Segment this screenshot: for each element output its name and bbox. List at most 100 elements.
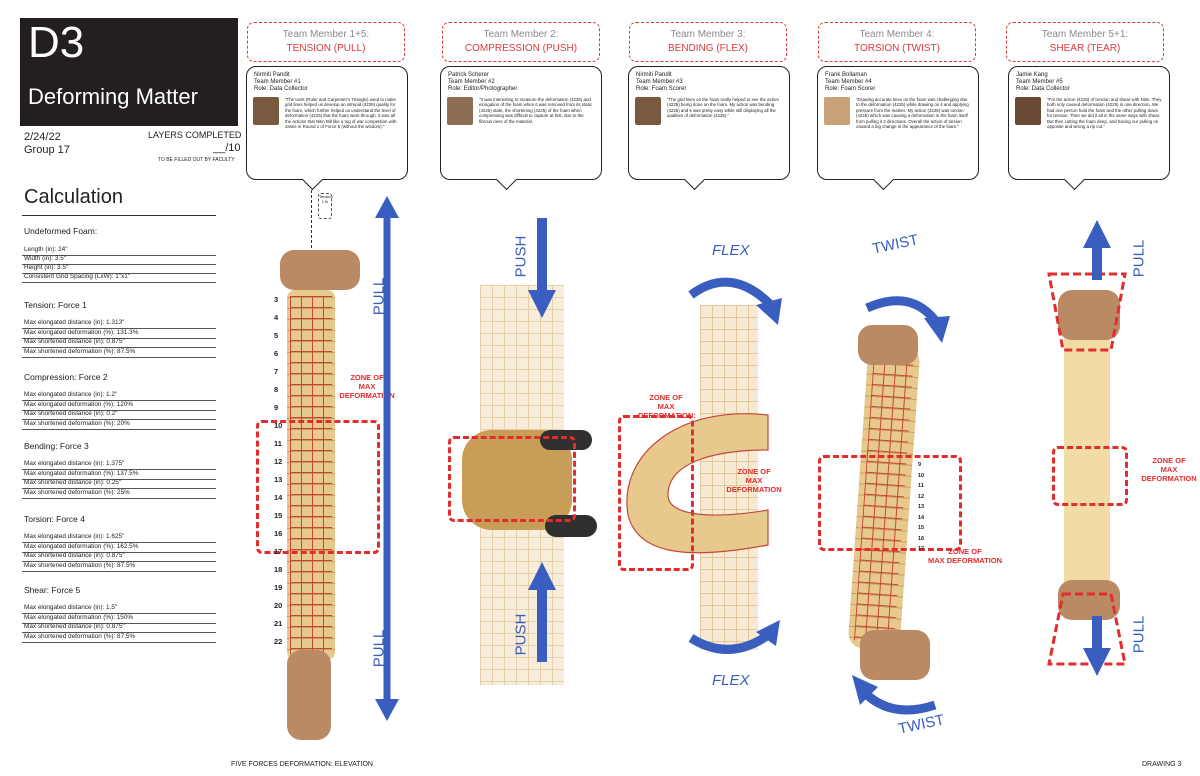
- tension-grid-number: 5: [274, 331, 279, 340]
- force-line: Max shortened distance (in): 0.875": [24, 623, 125, 630]
- force-line: Max shortened distance (in): 0.2": [24, 410, 118, 417]
- tension-grid-number: 6: [274, 349, 279, 358]
- team-member-label: Team Member 2:: [483, 29, 559, 40]
- torsion-twist-arrow-top: [865, 296, 950, 343]
- compression-arrow-bottom: [528, 562, 556, 662]
- force-line: Max elongated deformation (%): 131.3%: [24, 328, 139, 336]
- team-member-header: Team Member 3:BENDING (FLEX): [629, 22, 787, 62]
- bending-flex-arrow-top: [688, 277, 782, 325]
- calculation-rule: [22, 215, 216, 216]
- tension-grid-number: 13: [274, 475, 283, 484]
- team-member-label: Team Member 1+5:: [282, 29, 370, 40]
- torsion-twist-top-label: TWIST: [870, 231, 920, 258]
- tension-foam-grid: [290, 296, 332, 654]
- member-role: Role: Data Collector: [1016, 86, 1070, 92]
- team-member-header: Team Member 5+1:SHEAR (TEAR): [1006, 22, 1164, 62]
- torsion-grid-number: 15: [918, 525, 925, 531]
- undeformed-line: Height (in): 3.5": [24, 264, 69, 271]
- tension-grid-number: 7: [274, 367, 279, 376]
- torsion-grid-number: 11: [918, 483, 924, 489]
- group: Group 17: [24, 144, 70, 156]
- force-line: Max elongated deformation (%): 137.5%: [24, 469, 139, 477]
- shear-arrow-top: [1083, 220, 1111, 280]
- bending-zone-box: [618, 415, 694, 571]
- torsion-grid-number: 10: [918, 472, 925, 479]
- calc-rule: [22, 542, 216, 543]
- title-block: D3 Deforming Matter: [20, 18, 238, 126]
- torsion-grid-number: 17: [918, 546, 925, 552]
- team-member-label: Team Member 5+1:: [1041, 29, 1129, 40]
- bubble-tail: [495, 168, 518, 191]
- member-name: Nirmiti Pandit: [636, 72, 672, 78]
- force-title: Compression: Force 2: [24, 372, 108, 382]
- bending-curved-foam: [626, 413, 769, 554]
- bubble-tail: [872, 168, 895, 191]
- force-line: Max shortened distance (in): 0.875": [24, 552, 125, 559]
- tension-grid-number: 22: [274, 637, 283, 646]
- bubble-tail: [301, 168, 324, 191]
- force-label: TENSION (PULL): [286, 43, 366, 54]
- force-label: COMPRESSION (PUSH): [464, 43, 578, 54]
- calc-rule: [22, 419, 216, 420]
- member-number: Team Member #1: [254, 79, 301, 85]
- calc-rule: [22, 328, 216, 329]
- ruler-tag-text: Tension 1 lb: [319, 194, 333, 204]
- force-line: Max elongated distance (in): 1.313": [24, 319, 125, 326]
- shear-foam: [1064, 310, 1110, 595]
- torsion-zone-box: [818, 455, 962, 551]
- force-line: Max elongated deformation (%): 120%: [24, 400, 134, 408]
- tension-top-hand: [280, 250, 360, 290]
- undeformed-line: Width (in): 3.5": [24, 255, 67, 262]
- compression-arrow-top: [528, 218, 556, 318]
- shear-bottom-hand: [1058, 580, 1120, 620]
- calc-rule: [22, 551, 216, 553]
- date: 2/24/22: [24, 131, 61, 143]
- bending-flex-bottom-label: FLEX: [712, 672, 750, 689]
- tension-zone-box: [256, 420, 380, 554]
- layers-label: LAYERS COMPLETED: [148, 130, 242, 140]
- force-line: Max shortened distance (in): 0.875": [24, 338, 125, 345]
- member-number: Team Member #4: [825, 79, 872, 85]
- shear-bottom-zone: [1047, 592, 1127, 666]
- torsion-bottom-hand: [860, 630, 930, 680]
- tension-grid-number: 18: [274, 565, 283, 574]
- force-line: Max shortened deformation (%): 87.5%: [24, 632, 136, 640]
- member-quote: "It was interesting to measure the defor…: [479, 97, 592, 124]
- member-number: Team Member #3: [636, 79, 683, 85]
- torsion-grid-number: 16: [918, 535, 925, 542]
- force-line: Max shortened deformation (%): 20%: [24, 419, 130, 427]
- tension-zone-label: ZONE OF MAX DEFORMATION: [339, 373, 395, 400]
- calc-rule: [22, 255, 216, 256]
- calc-rule: [22, 347, 216, 348]
- calc-rule: [22, 356, 216, 358]
- tension-grid-number: 21: [274, 619, 283, 628]
- shear-pull-bottom-label: PULL: [1130, 615, 1148, 654]
- member-number: Team Member #5: [1016, 79, 1063, 85]
- shear-zone-box: [1052, 446, 1128, 506]
- member-name: Nirmiti Pandit: [254, 72, 290, 78]
- torsion-grid-number: 9: [918, 462, 922, 468]
- bending-zone-inner-label: ZONE OF MAX DEFORMATION: [726, 467, 782, 494]
- member-quote: "Drawing accurate lines on the foam was …: [856, 97, 969, 130]
- bending-flex-top-label: FLEX: [712, 242, 750, 259]
- shear-top-zone: [1047, 272, 1127, 352]
- undeformed-title: Undeformed Foam:: [24, 226, 98, 236]
- force-line: Max elongated distance (in): 1.5": [24, 604, 118, 611]
- tension-bottom-hand: [287, 650, 331, 740]
- calc-rule: [22, 400, 216, 401]
- calc-rule: [22, 561, 216, 562]
- torsion-grid-number: 14: [918, 514, 925, 521]
- force-label: BENDING (FLEX): [667, 43, 748, 54]
- shear-arrow-bottom: [1083, 616, 1111, 676]
- bubble-tail: [1063, 168, 1086, 191]
- undeformed-line: Length (in): 24": [24, 246, 68, 253]
- tension-arrow: [375, 196, 399, 721]
- calc-rule: [22, 264, 216, 265]
- torsion-grid-number: 12: [918, 493, 925, 500]
- team-member-header: Team Member 4:TORSION (TWIST): [818, 22, 976, 62]
- torsion-grid-number: 13: [918, 504, 925, 510]
- calc-rule: [22, 428, 216, 430]
